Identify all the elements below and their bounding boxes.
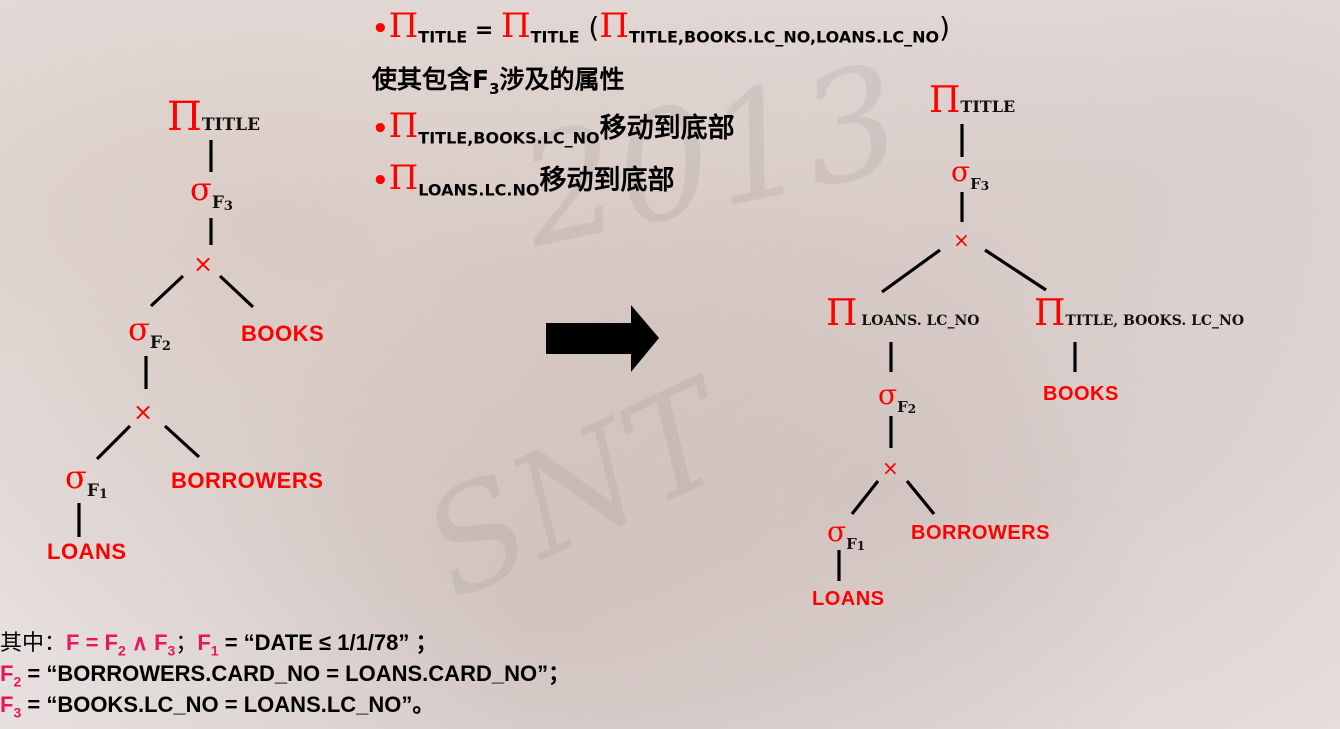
footer-prefix: 其中：: [0, 631, 67, 656]
pi-operator: Π: [1034, 293, 1066, 334]
bullet-dot: •: [372, 114, 389, 144]
left-root-projection: ΠTITLE: [167, 94, 260, 140]
left-select-f1: σF1: [65, 458, 108, 502]
pi-operator: Π: [388, 6, 419, 46]
condition-label: F: [86, 481, 99, 501]
right-relation-borrowers: BORROWERS: [911, 522, 1050, 544]
right-select-f2: σF2: [878, 378, 916, 416]
pi-operator: Π: [167, 94, 202, 140]
sigma-operator: σ: [827, 515, 847, 548]
projection-attr: LOANS. LC_NO: [861, 313, 980, 329]
right-select-f3: σF3: [951, 155, 989, 193]
sigma-operator: σ: [65, 458, 87, 496]
text: 涉及的属性: [499, 65, 625, 94]
right-select-f1: σF1: [827, 515, 865, 553]
text: 使其包含F: [372, 65, 490, 94]
projection-attr: TITLE, BOOKS. LC_NO: [1065, 313, 1245, 329]
left-relation-books: BOOKS: [241, 321, 325, 346]
bullet-dot: •: [372, 166, 389, 196]
bullet-dot: •: [372, 14, 389, 44]
right-cross-product-top: ×: [953, 228, 970, 252]
footer-definition-f3: F3 = “BOOKS.LC_NO = LOANS.LC_NO”。: [0, 687, 434, 720]
condition-label: F: [897, 398, 908, 416]
move-to-bottom-text: 移动到底部: [599, 113, 735, 144]
separator: ；: [175, 631, 198, 656]
condition-label: F: [970, 175, 981, 193]
right-arrow-icon: [546, 305, 659, 372]
sigma-operator: σ: [128, 310, 150, 348]
left-select-f3: σF3: [190, 170, 233, 214]
paren-open: (: [579, 11, 600, 44]
pi-operator: Π: [388, 106, 419, 146]
pi-subscript: LOANS.LC.NO: [418, 180, 540, 200]
right-relation-loans: LOANS: [812, 588, 885, 610]
pi-operator: Π: [599, 6, 629, 46]
f3-label: F: [0, 692, 14, 717]
subscript: 3: [167, 642, 176, 659]
projection-attr: TITLE: [960, 97, 1016, 116]
paren-close: ): [939, 11, 951, 44]
sigma-operator: σ: [878, 378, 898, 411]
pi-operator: Π: [826, 293, 858, 334]
bullet-projection-equivalence: •ΠTITLE = ΠTITLE (ΠTITLE,BOOKS.LC_NO,LOA…: [372, 6, 950, 46]
pi-operator: Π: [388, 158, 419, 198]
condition-index: 2: [161, 339, 171, 355]
left-relation-borrowers: BORROWERS: [171, 468, 324, 493]
condition-index: 1: [98, 487, 108, 503]
subscript: 2: [117, 642, 126, 659]
left-cross-product-top: ×: [193, 250, 214, 278]
right-cross-product-bottom: ×: [882, 456, 899, 480]
footer-definition-f-f1: 其中：F = F2 ∧ F3；F1 = “DATE ≤ 1/1/78” ；: [0, 625, 438, 658]
condition-index: 3: [223, 199, 233, 215]
pi-operator: Π: [500, 6, 531, 46]
move-to-bottom-text: 移动到底部: [539, 165, 675, 196]
sigma-operator: σ: [190, 170, 212, 208]
pi-subscript: TITLE: [530, 27, 580, 47]
left-relation-loans: LOANS: [47, 539, 127, 564]
footer-definition-f2: F2 = “BORROWERS.CARD_NO = LOANS.CARD_NO”…: [0, 656, 570, 689]
equals-sign: =: [467, 18, 501, 43]
left-cross-product-bottom: ×: [133, 398, 154, 426]
condition-index: 3: [980, 179, 990, 194]
f3-definition: = “BOOKS.LC_NO = LOANS.LC_NO”。: [21, 692, 435, 717]
f2-definition: = “BORROWERS.CARD_NO = LOANS.CARD_NO”；: [21, 661, 571, 686]
f1-definition: = “DATE ≤ 1/1/78” ；: [218, 630, 438, 655]
pi-subscript: TITLE,BOOKS.LC_NO: [418, 128, 600, 148]
right-root-projection: ΠTITLE: [929, 80, 1015, 121]
sigma-operator: σ: [951, 155, 971, 188]
pi-subscript: TITLE,BOOKS.LC_NO,LOANS.LC_NO: [629, 27, 940, 47]
condition-index: 1: [856, 539, 866, 554]
condition-index: 2: [907, 402, 917, 417]
pi-operator: Π: [929, 80, 961, 121]
condition-label: F: [211, 193, 224, 213]
condition-label: F: [846, 535, 857, 553]
condition-label: F: [149, 333, 162, 353]
subscript: 3: [13, 704, 22, 721]
f1-label: F: [197, 630, 211, 655]
bullet-line-include-f3: 使其包含F3涉及的属性: [372, 60, 625, 98]
subscript: 1: [210, 642, 219, 659]
bullet-move-title-books: •ΠTITLE,BOOKS.LC_NO移动到底部: [372, 106, 735, 147]
bullet-move-loans: •ΠLOANS.LC.NO移动到底部: [372, 158, 674, 199]
projection-attr: TITLE: [201, 115, 261, 135]
left-select-f2: σF2: [128, 310, 171, 354]
right-relation-books: BOOKS: [1043, 383, 1119, 405]
right-projection-title-books: ΠTITLE, BOOKS. LC_NO: [1034, 293, 1244, 334]
subscript: 3: [489, 80, 500, 98]
subscript: 2: [13, 673, 22, 690]
pi-subscript: TITLE: [418, 27, 468, 47]
f-definition: F = F: [66, 630, 118, 655]
f2-label: F: [0, 661, 14, 686]
and-operator: ∧ F: [125, 630, 168, 655]
